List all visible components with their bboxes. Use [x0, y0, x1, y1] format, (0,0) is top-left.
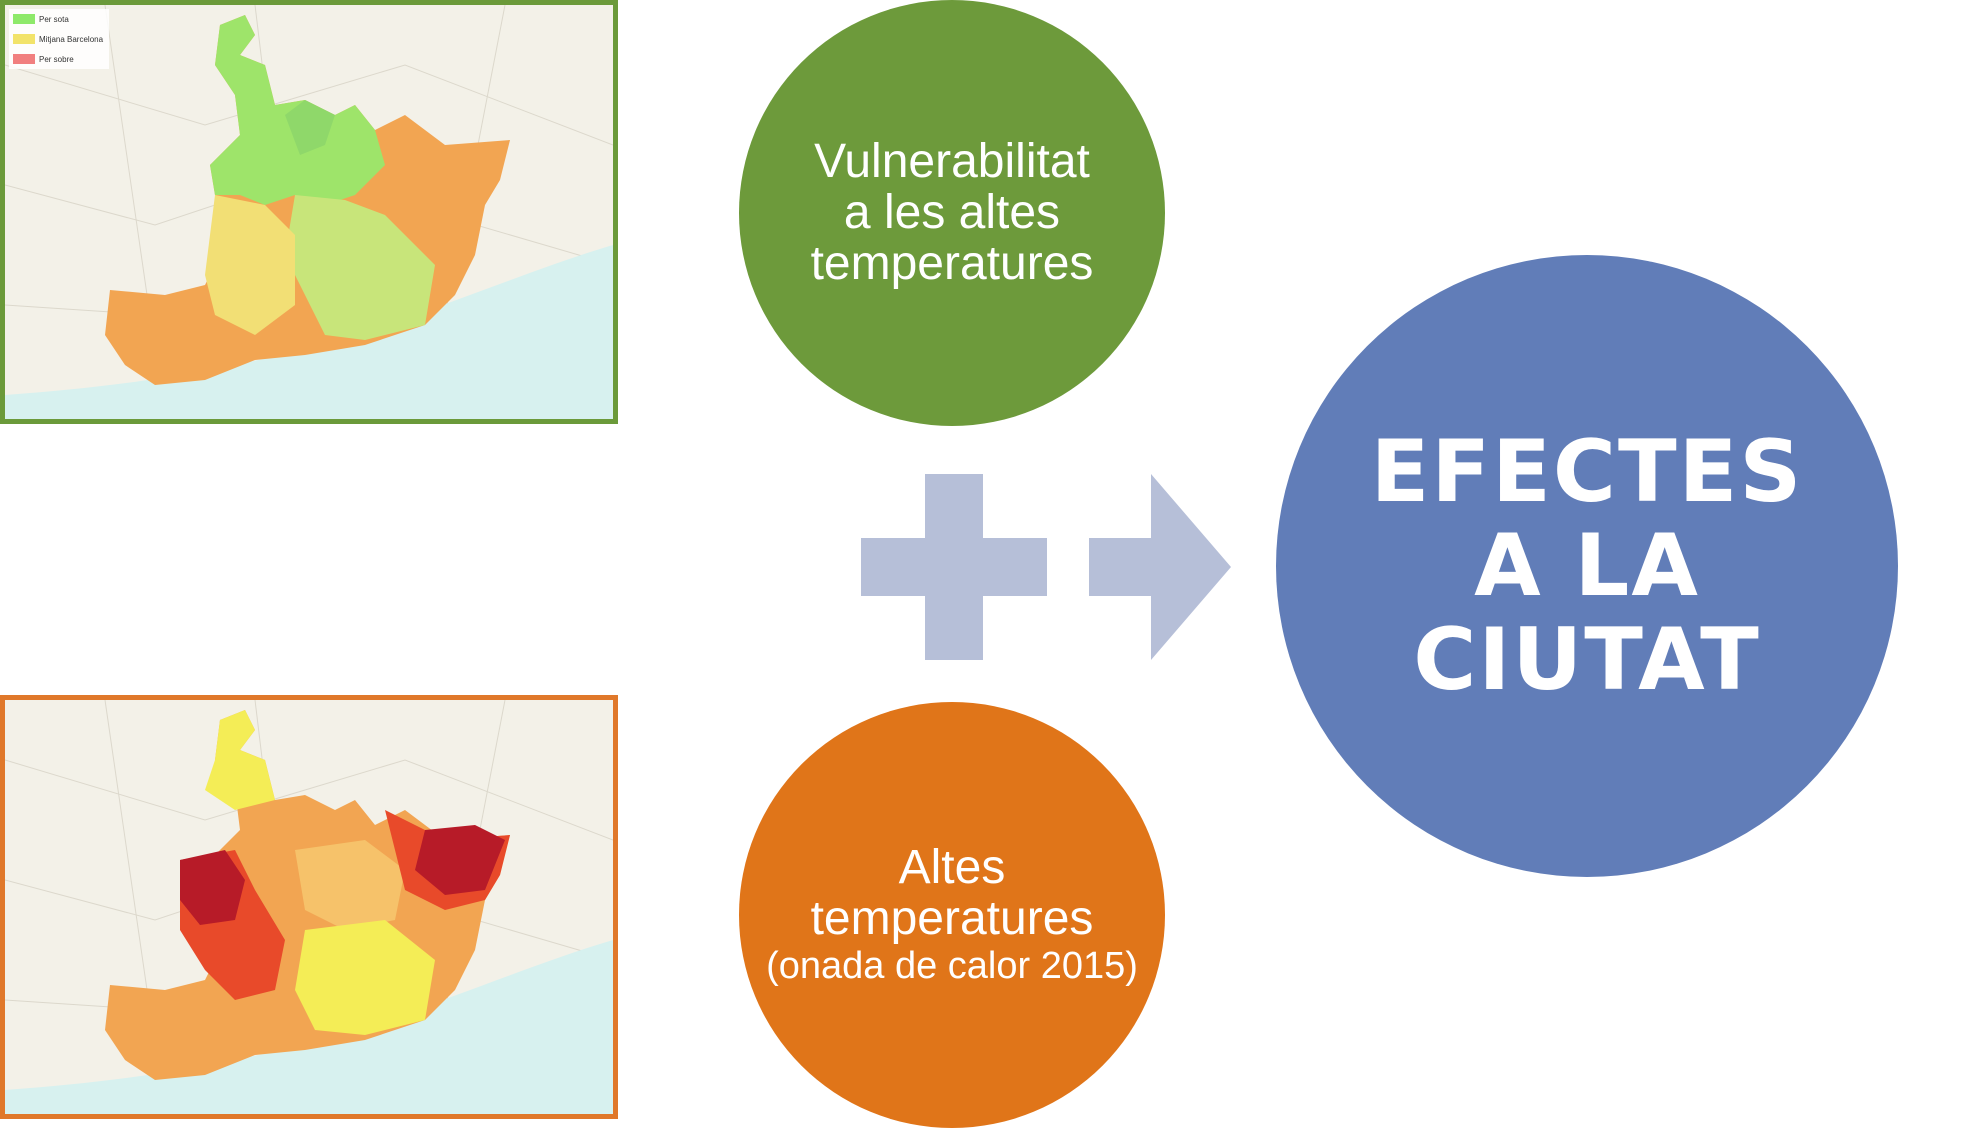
vulnerability-map-image: Per sota Mitjana Barcelona Per sobre — [5, 5, 613, 419]
legend-swatch-average — [13, 34, 35, 44]
legend-label-below: Per sota — [39, 15, 69, 24]
city-light-green-zone — [285, 195, 435, 340]
vulnerability-map: Per sota Mitjana Barcelona Per sobre — [0, 0, 618, 424]
arrow-right-icon — [1089, 474, 1231, 660]
city-dark-red-west — [180, 850, 245, 925]
city-dark-red-east — [415, 825, 505, 895]
effects-circle: EFECTES A LA CIUTAT — [1276, 255, 1898, 877]
temperatures-circle: Altes temperatures (onada de calor 2015) — [739, 702, 1165, 1128]
effects-label: EFECTES A LA CIUTAT — [1370, 422, 1804, 710]
plus-icon — [861, 474, 1047, 660]
legend-label-above: Per sobre — [39, 55, 74, 64]
sea-area — [5, 940, 613, 1114]
legend-label-average: Mitjana Barcelona — [39, 35, 104, 44]
sea-area — [5, 245, 613, 419]
vulnerability-circle: Vulnerabilitat a les altes temperatures — [739, 0, 1165, 426]
city-yellow-south — [295, 920, 435, 1035]
city-yellow-zone — [205, 195, 295, 335]
vulnerability-label: Vulnerabilitat a les altes temperatures — [810, 134, 1094, 290]
city-dark-green-zone — [285, 100, 335, 155]
temperature-map-image — [5, 700, 613, 1114]
temperature-map — [0, 695, 618, 1119]
map-legend: Per sota Mitjana Barcelona Per sobre — [9, 9, 109, 69]
legend-swatch-above — [13, 54, 35, 64]
temperatures-label: Altes temperatures — [810, 841, 1094, 945]
legend-swatch-below — [13, 14, 35, 24]
city-yellow-north — [205, 710, 275, 810]
temperatures-sublabel: (onada de calor 2015) — [766, 945, 1138, 987]
city-light-orange-zone — [295, 840, 405, 930]
